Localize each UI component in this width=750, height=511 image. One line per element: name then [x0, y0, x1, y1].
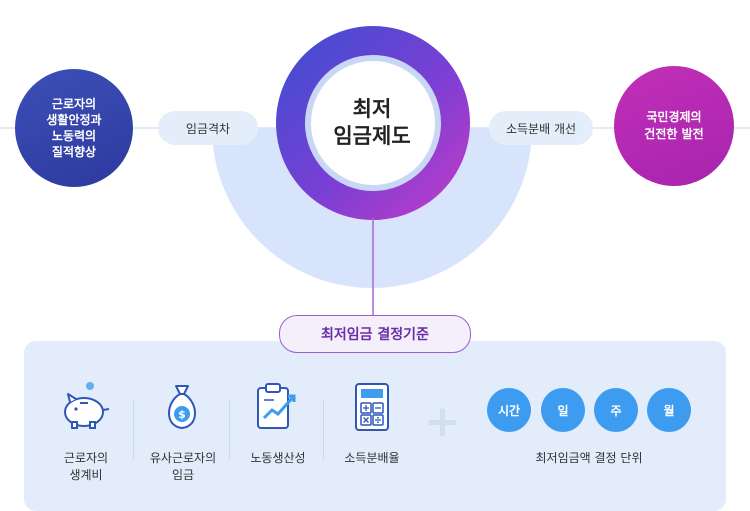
criteria-label-productivity: 노동생산성 [232, 450, 324, 467]
piggy-bank-icon [64, 382, 110, 429]
center-inner [311, 61, 435, 185]
goal-line: 근로자의 [51, 97, 97, 111]
criteria-label-income-share: 소득분배율 [328, 450, 416, 467]
goal-line: 건전한 발전 [644, 127, 704, 141]
diagram-background [0, 26, 750, 316]
money-bag-icon: $ [168, 385, 196, 430]
criteria-divider [133, 400, 134, 460]
svg-text:$: $ [178, 408, 186, 421]
pill-wage-gap: 임금격차 [158, 111, 258, 145]
goal-line: 노동력의 [51, 129, 97, 143]
criteria-divider [229, 400, 230, 460]
center-title: 최저 임금제도 [320, 96, 424, 150]
criteria-label-living-cost: 근로자의 생계비 [46, 450, 126, 484]
unit-day: 일 [541, 388, 585, 432]
goal-line: 생활안정과 [46, 113, 102, 127]
goal-line: 질적향상 [51, 145, 97, 159]
calculator-icon [355, 383, 389, 431]
center-title-line: 임금제도 [333, 124, 411, 148]
unit-week: 주 [594, 388, 638, 432]
label-line: 생계비 [69, 468, 103, 482]
unit-month: 월 [647, 388, 691, 432]
growth-chart-clipboard-icon [257, 383, 296, 429]
unit-hour: 시간 [487, 388, 531, 432]
label-line: 유사근로자의 [149, 451, 217, 465]
label-line: 임금 [171, 468, 195, 482]
criteria-label-similar-wage: 유사근로자의 임금 [136, 450, 230, 484]
center-title-line: 최저 [352, 97, 392, 121]
plus-icon: + [424, 396, 461, 447]
label-line: 노동생산성 [250, 451, 306, 465]
label-line: 소득분배율 [344, 451, 400, 465]
goal-circle-economy: 국민경제의 건전한 발전 [614, 66, 734, 186]
criteria-title: 최저임금 결정기준 [279, 315, 471, 353]
goal-line: 국민경제의 [646, 110, 702, 124]
criteria-divider [323, 400, 324, 460]
label-line: 근로자의 [63, 451, 109, 465]
units-label: 최저임금액 결정 단위 [535, 451, 643, 465]
pill-income-distribution: 소득분배 개선 [489, 111, 593, 145]
goal-circle-workers: 근로자의 생활안정과 노동력의 질적향상 [15, 69, 133, 187]
